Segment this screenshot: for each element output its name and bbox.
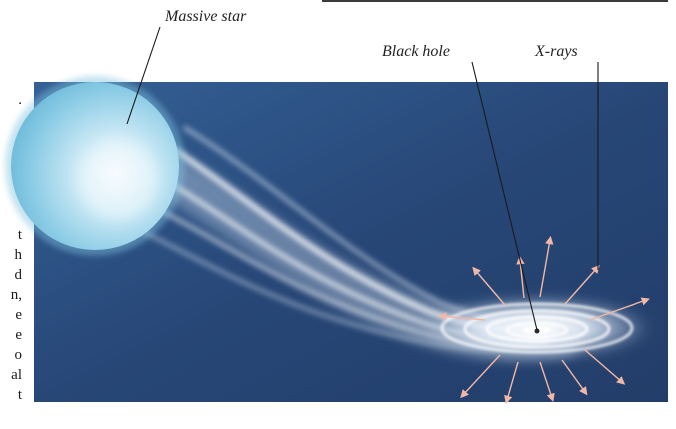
left-text-dot: . xyxy=(18,92,22,108)
text-fragment: n, xyxy=(10,287,22,303)
text-fragment: al xyxy=(11,367,22,383)
x-ray-arrow xyxy=(539,235,554,298)
text-fragment: t xyxy=(17,387,22,403)
text-fragment: e xyxy=(15,327,22,343)
left-text-fragments: t h d n, e e o al t xyxy=(0,225,22,405)
x-ray-arrow xyxy=(539,361,555,402)
x-ray-arrow xyxy=(504,361,519,405)
x-ray-arrow xyxy=(516,255,525,299)
text-fragment: h xyxy=(14,247,23,263)
x-ray-arrow xyxy=(460,354,501,399)
x-ray-arrow xyxy=(589,297,650,321)
x-ray-arrows xyxy=(437,235,650,405)
top-rule xyxy=(322,0,668,2)
text-fragment: o xyxy=(14,347,23,363)
text-fragment: e xyxy=(15,307,22,323)
massive-star xyxy=(5,76,185,256)
left-text-column: . xyxy=(0,0,22,110)
massive-star-label: Massive star xyxy=(165,8,247,25)
black-hole-label: Black hole xyxy=(382,43,450,60)
text-fragment: d xyxy=(14,267,23,283)
x-ray-arrow xyxy=(584,349,626,385)
text-fragment: t xyxy=(17,227,22,243)
x-ray-arrow xyxy=(561,359,588,396)
black-hole-dot xyxy=(534,328,540,334)
x-ray-arrow xyxy=(437,312,486,321)
x-rays-label: X-rays xyxy=(535,43,578,60)
x-ray-arrow xyxy=(472,266,506,306)
x-ray-arrow xyxy=(564,264,600,305)
leader-lines xyxy=(126,26,599,331)
black-hole-leader xyxy=(471,61,538,331)
massive-star-leader xyxy=(126,26,161,125)
